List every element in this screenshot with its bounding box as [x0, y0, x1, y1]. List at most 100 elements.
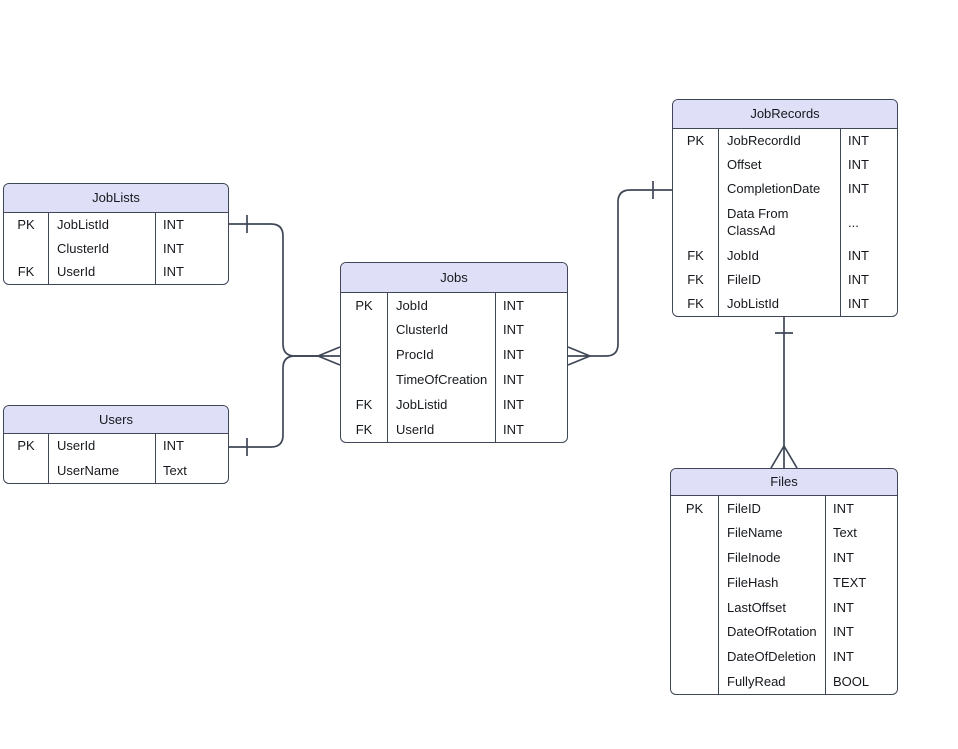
field-name-cell: DateOfRotation	[719, 619, 826, 645]
key-cell	[673, 153, 719, 177]
field-name-cell: Data From ClassAd	[719, 201, 841, 244]
key-cell: FK	[341, 392, 388, 417]
table-row: PK JobListId INT	[4, 213, 228, 237]
key-cell: FK	[673, 292, 719, 316]
key-cell: PK	[673, 129, 719, 153]
field-type-cell: INT	[848, 248, 869, 264]
table-row: ClusterId INT	[4, 236, 228, 261]
field-name-cell: UserName	[49, 458, 156, 483]
field-name-cell: ClusterId	[388, 317, 496, 343]
table-body: PK JobRecordId INT Offset INT Completion…	[673, 129, 897, 316]
table-row: PK UserId INT	[4, 434, 228, 459]
key-cell: FK	[4, 260, 49, 285]
key-cell: PK	[341, 293, 388, 318]
table-row: ClusterId INT	[341, 317, 567, 343]
field-type-cell: INT	[833, 624, 854, 640]
table-body: PK FileID INT FileName Text FileInode IN…	[671, 496, 897, 694]
relationship-jobrecords-jobs[interactable]	[567, 181, 672, 366]
field-type-cell: Text	[163, 462, 187, 478]
field-type-cell: INT	[848, 296, 869, 312]
field-type-cell: INT	[833, 649, 854, 665]
field-name-cell: UserId	[49, 434, 156, 459]
table-row: FullyRead BOOL	[671, 669, 897, 694]
table-row: DateOfDeletion INT	[671, 644, 897, 670]
field-name-cell: ClusterId	[49, 236, 156, 261]
key-cell	[671, 619, 719, 645]
table-title: JobLists	[4, 184, 228, 213]
field-type-cell: INT	[833, 550, 854, 566]
field-name-cell: JobId	[719, 244, 841, 268]
key-cell	[671, 669, 719, 694]
table-row: DateOfRotation INT	[671, 619, 897, 645]
crowfoot-many-jobs-right	[567, 346, 591, 366]
field-type-cell: INT	[848, 157, 869, 173]
key-cell	[671, 644, 719, 670]
table-row: FileName Text	[671, 520, 897, 546]
field-name-cell: FileInode	[719, 545, 826, 571]
field-name-cell: FileName	[719, 520, 826, 546]
field-name-cell: FullyRead	[719, 669, 826, 694]
field-name-cell: JobListId	[719, 292, 841, 316]
key-cell: PK	[4, 213, 49, 237]
field-type-cell: INT	[503, 347, 524, 363]
field-type-cell: INT	[833, 599, 854, 615]
field-type-cell: INT	[163, 217, 184, 233]
table-row: LastOffset INT	[671, 595, 897, 620]
key-cell	[341, 342, 388, 368]
field-type-cell: TEXT	[833, 574, 867, 590]
table-body: PK JobListId INT ClusterId INT FK UserId…	[4, 213, 228, 285]
key-cell: FK	[673, 268, 719, 292]
field-name-cell: DateOfDeletion	[719, 644, 826, 670]
entity-users[interactable]: Users PK UserId INT UserName Text	[3, 405, 229, 484]
field-name-cell: Offset	[719, 153, 841, 177]
field-name-cell: LastOffset	[719, 595, 826, 620]
table-row: FK UserId INT	[4, 260, 228, 285]
table-row: TimeOfCreation INT	[341, 367, 567, 393]
field-type-cell: INT	[833, 500, 854, 516]
key-cell	[671, 595, 719, 620]
entity-jobs[interactable]: Jobs PK JobId INT ClusterId INT ProcId I…	[340, 262, 568, 443]
field-name-cell: JobId	[388, 293, 496, 318]
relationship-users-jobs[interactable]	[229, 355, 318, 456]
table-row: ProcId INT	[341, 342, 567, 368]
table-row: FK UserId INT	[341, 416, 567, 442]
table-row: FK JobId INT	[673, 244, 897, 268]
field-type-cell: INT	[503, 371, 524, 387]
field-name-cell: CompletionDate	[719, 177, 841, 201]
table-row: FK JobListid INT	[341, 392, 567, 417]
relationship-joblists-jobs[interactable]	[229, 215, 318, 357]
relationship-jobrecords-files[interactable]	[770, 315, 798, 469]
field-type-cell: INT	[848, 133, 869, 149]
table-row: Offset INT	[673, 153, 897, 177]
field-name-cell: UserId	[49, 260, 156, 285]
table-row: FK FileID INT	[673, 268, 897, 292]
key-cell	[341, 317, 388, 343]
table-title: Files	[671, 469, 897, 496]
key-cell	[671, 570, 719, 595]
field-name-cell: TimeOfCreation	[388, 367, 496, 393]
table-row: FK JobListId INT	[673, 292, 897, 316]
field-type-cell: INT	[503, 297, 524, 313]
field-type-cell: INT	[503, 396, 524, 412]
field-type-cell: INT	[163, 240, 184, 256]
field-type-cell: INT	[848, 272, 869, 288]
field-type-cell: INT	[848, 181, 869, 197]
key-cell: PK	[671, 496, 719, 521]
table-body: PK JobId INT ClusterId INT ProcId INT Ti…	[341, 293, 567, 442]
key-cell	[4, 458, 49, 483]
field-type-cell: Text	[833, 525, 857, 541]
table-title: JobRecords	[673, 100, 897, 129]
field-type-cell: ...	[848, 214, 859, 230]
field-type-cell: INT	[163, 264, 184, 280]
entity-jobrecords[interactable]: JobRecords PK JobRecordId INT Offset INT…	[672, 99, 898, 317]
table-row: PK JobRecordId INT	[673, 129, 897, 153]
key-cell	[341, 367, 388, 393]
key-cell: FK	[673, 244, 719, 268]
entity-joblists[interactable]: JobLists PK JobListId INT ClusterId INT …	[3, 183, 229, 286]
table-body: PK UserId INT UserName Text	[4, 434, 228, 483]
table-row: CompletionDate INT	[673, 177, 897, 201]
field-type-cell: INT	[503, 421, 524, 437]
entity-files[interactable]: Files PK FileID INT FileName Text FileIn…	[670, 468, 898, 695]
key-cell	[4, 236, 49, 261]
